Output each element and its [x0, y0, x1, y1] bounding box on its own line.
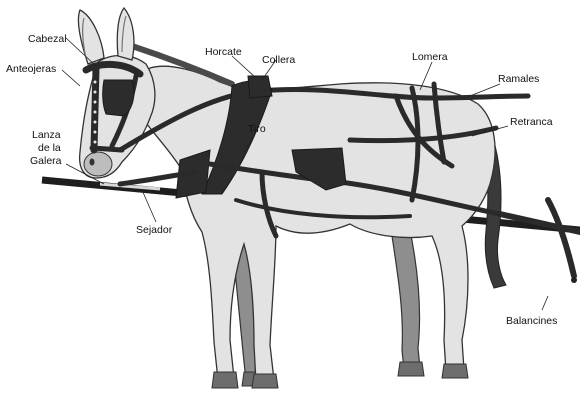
- label-balancines: Balancines: [506, 315, 557, 327]
- label-lanza-line3: Galera: [30, 155, 62, 167]
- label-ramales: Ramales: [498, 73, 539, 85]
- label-anteojeras: Anteojeras: [6, 63, 56, 75]
- label-tiro: Tiro: [248, 123, 266, 135]
- swingletree-balancines: [500, 200, 580, 283]
- label-sejador: Sejador: [136, 224, 173, 236]
- label-collera: Collera: [262, 54, 295, 66]
- label-retranca: Retranca: [510, 116, 553, 128]
- label-lomera: Lomera: [412, 51, 448, 63]
- label-lanza-line1: Lanza: [32, 129, 61, 141]
- label-lanza-line2: de la: [38, 142, 61, 154]
- label-cabezal: Cabezal: [28, 33, 67, 45]
- blinkers-anteojeras: [103, 80, 134, 116]
- label-horcate: Horcate: [205, 46, 242, 58]
